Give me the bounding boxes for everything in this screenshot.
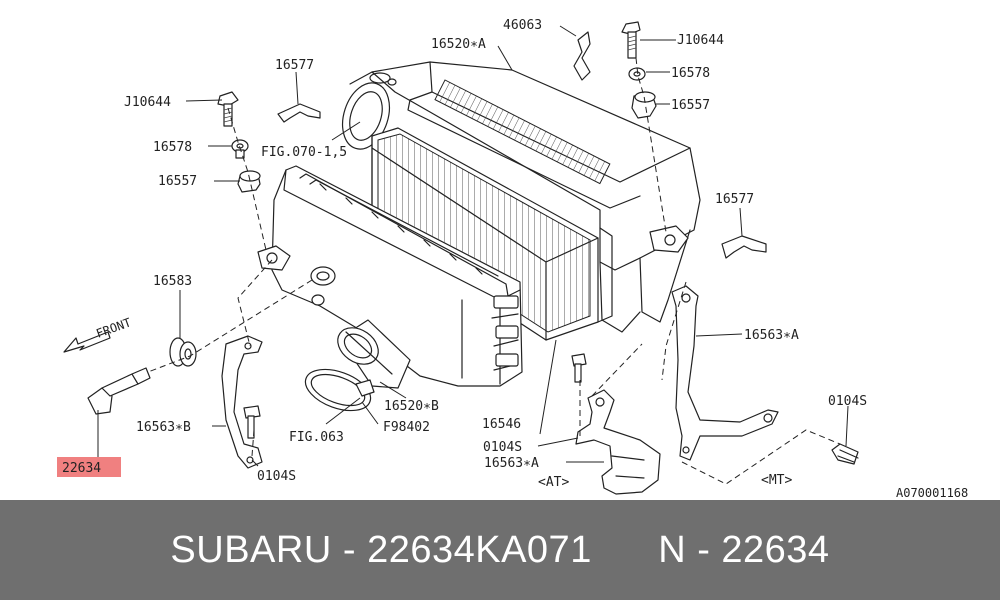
label-fig070: FIG.070-1,5 [261,145,347,160]
label-16520a: 16520∗A [431,37,486,52]
grommet-16557-left [237,170,261,193]
sensor-22634 [87,367,151,415]
footer-separator: - [331,528,368,571]
diagram-code: A070001168 [896,486,968,500]
assembly-lines [147,57,841,485]
label-16557-left: 16557 [158,174,197,189]
bolt-0104s-center [571,353,587,383]
label-16546: 16546 [482,417,521,432]
label-16577-top: 16577 [275,58,314,73]
footer-brand: SUBARU [170,528,332,571]
footer-part-number: 22634KA071 [367,528,592,571]
leader-lines [97,25,849,467]
label-16557-right: 16557 [671,98,710,113]
hose-clamp-f98402 [304,368,375,412]
footer-n-reference: N - 22634 [658,528,830,571]
clip-16577-top [277,103,321,123]
footer-banner: SUBARU - 22634KA071 N - 22634 [0,500,1000,600]
upper-case-16520a [341,61,701,333]
label-0104s-right: 0104S [828,394,867,409]
bolt-0104s-left [243,405,261,439]
washer-16578-left [231,139,249,159]
footer-gap [592,529,658,571]
label-fig063: FIG.063 [289,430,344,445]
label-16578-right: 16578 [671,66,710,81]
label-16583: 16583 [153,274,192,289]
bracket-16563b [221,335,263,469]
label-16563a-center: 16563∗A [484,456,539,471]
label-j10644-right: J10644 [677,33,724,48]
label-0104s-left: 0104S [257,469,296,484]
label-front: FRONT [94,315,133,341]
label-16578-left: 16578 [153,140,192,155]
grommet-16583 [169,337,197,367]
grommet-16557-right [631,91,657,119]
part-highlight [57,457,121,477]
label-0104s-center: 0104S [483,440,522,455]
label-16577-right: 16577 [715,192,754,207]
parts-diagram: 46063 16520∗A J10644 16578 16557 16577 J… [57,18,968,500]
bolt-j10644-left [217,91,239,127]
bracket-16563a-right [671,285,779,461]
bolt-j10644-right [621,21,641,59]
bolt-0104s-right [831,443,859,465]
footer-title: SUBARU - 22634KA071 N - 22634 [170,529,829,572]
label-16563a-right: 16563∗A [744,328,799,343]
label-j10644-left: J10644 [124,95,171,110]
label-46063: 46063 [503,18,542,33]
label-f98402: F98402 [383,420,430,435]
clip-16577-right [721,235,767,259]
front-arrow-icon [63,331,111,353]
label-at: <AT> [538,475,569,490]
label-16520b: 16520∗B [384,399,439,414]
label-22634: 22634 [62,461,101,476]
clip-46063 [573,31,591,81]
label-16563b: 16563∗B [136,420,191,435]
bracket-16563a-center [575,389,661,495]
lower-case-16520b [257,165,523,389]
label-mt: <MT> [761,473,792,488]
